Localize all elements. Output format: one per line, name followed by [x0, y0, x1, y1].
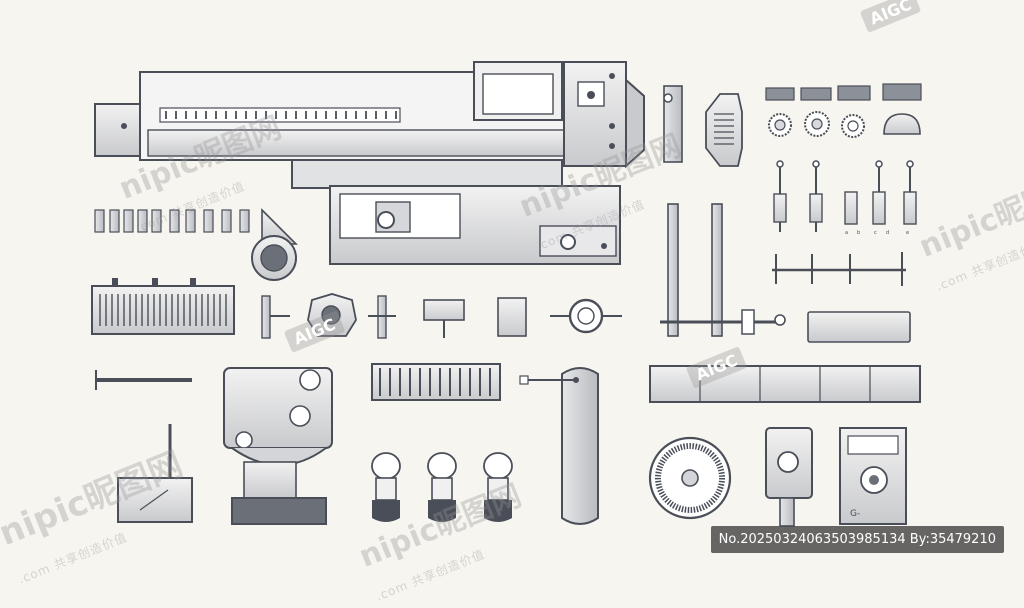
pin-label-e: e — [906, 230, 909, 236]
plate-label: G- — [850, 509, 860, 519]
gear-housing — [223, 367, 333, 525]
roller-parts — [663, 85, 743, 167]
small-chips — [94, 209, 250, 233]
image-id-caption: No.20250324063503985134 By:35479210 — [710, 526, 1004, 553]
pin-label-d: d — [886, 230, 889, 236]
bulb-parts — [371, 452, 513, 522]
spring-pins: a b c d e — [773, 160, 917, 236]
spool — [251, 208, 298, 281]
grille-panel — [371, 363, 501, 401]
clamp-posts — [660, 203, 786, 337]
machine-parts-illustration: a b c d e — [91, 61, 922, 527]
main-machine — [94, 61, 645, 265]
pin-label-b: b — [857, 230, 860, 236]
pin-label-a: a — [845, 230, 848, 236]
fittings-row — [261, 293, 622, 339]
pin-label-c: c — [874, 230, 877, 236]
flat-bar-part — [807, 311, 911, 343]
rail-rod — [772, 252, 906, 286]
vertical-handle — [519, 367, 599, 525]
small-box-stand — [117, 424, 193, 523]
long-rod — [95, 370, 192, 390]
comb-block — [91, 278, 235, 335]
small-blocks — [765, 83, 922, 138]
scale-ticks — [165, 111, 397, 119]
long-tube — [649, 365, 921, 403]
control-plate: G- — [839, 427, 907, 525]
fan-disc — [648, 436, 732, 520]
clamp-device — [765, 427, 813, 527]
